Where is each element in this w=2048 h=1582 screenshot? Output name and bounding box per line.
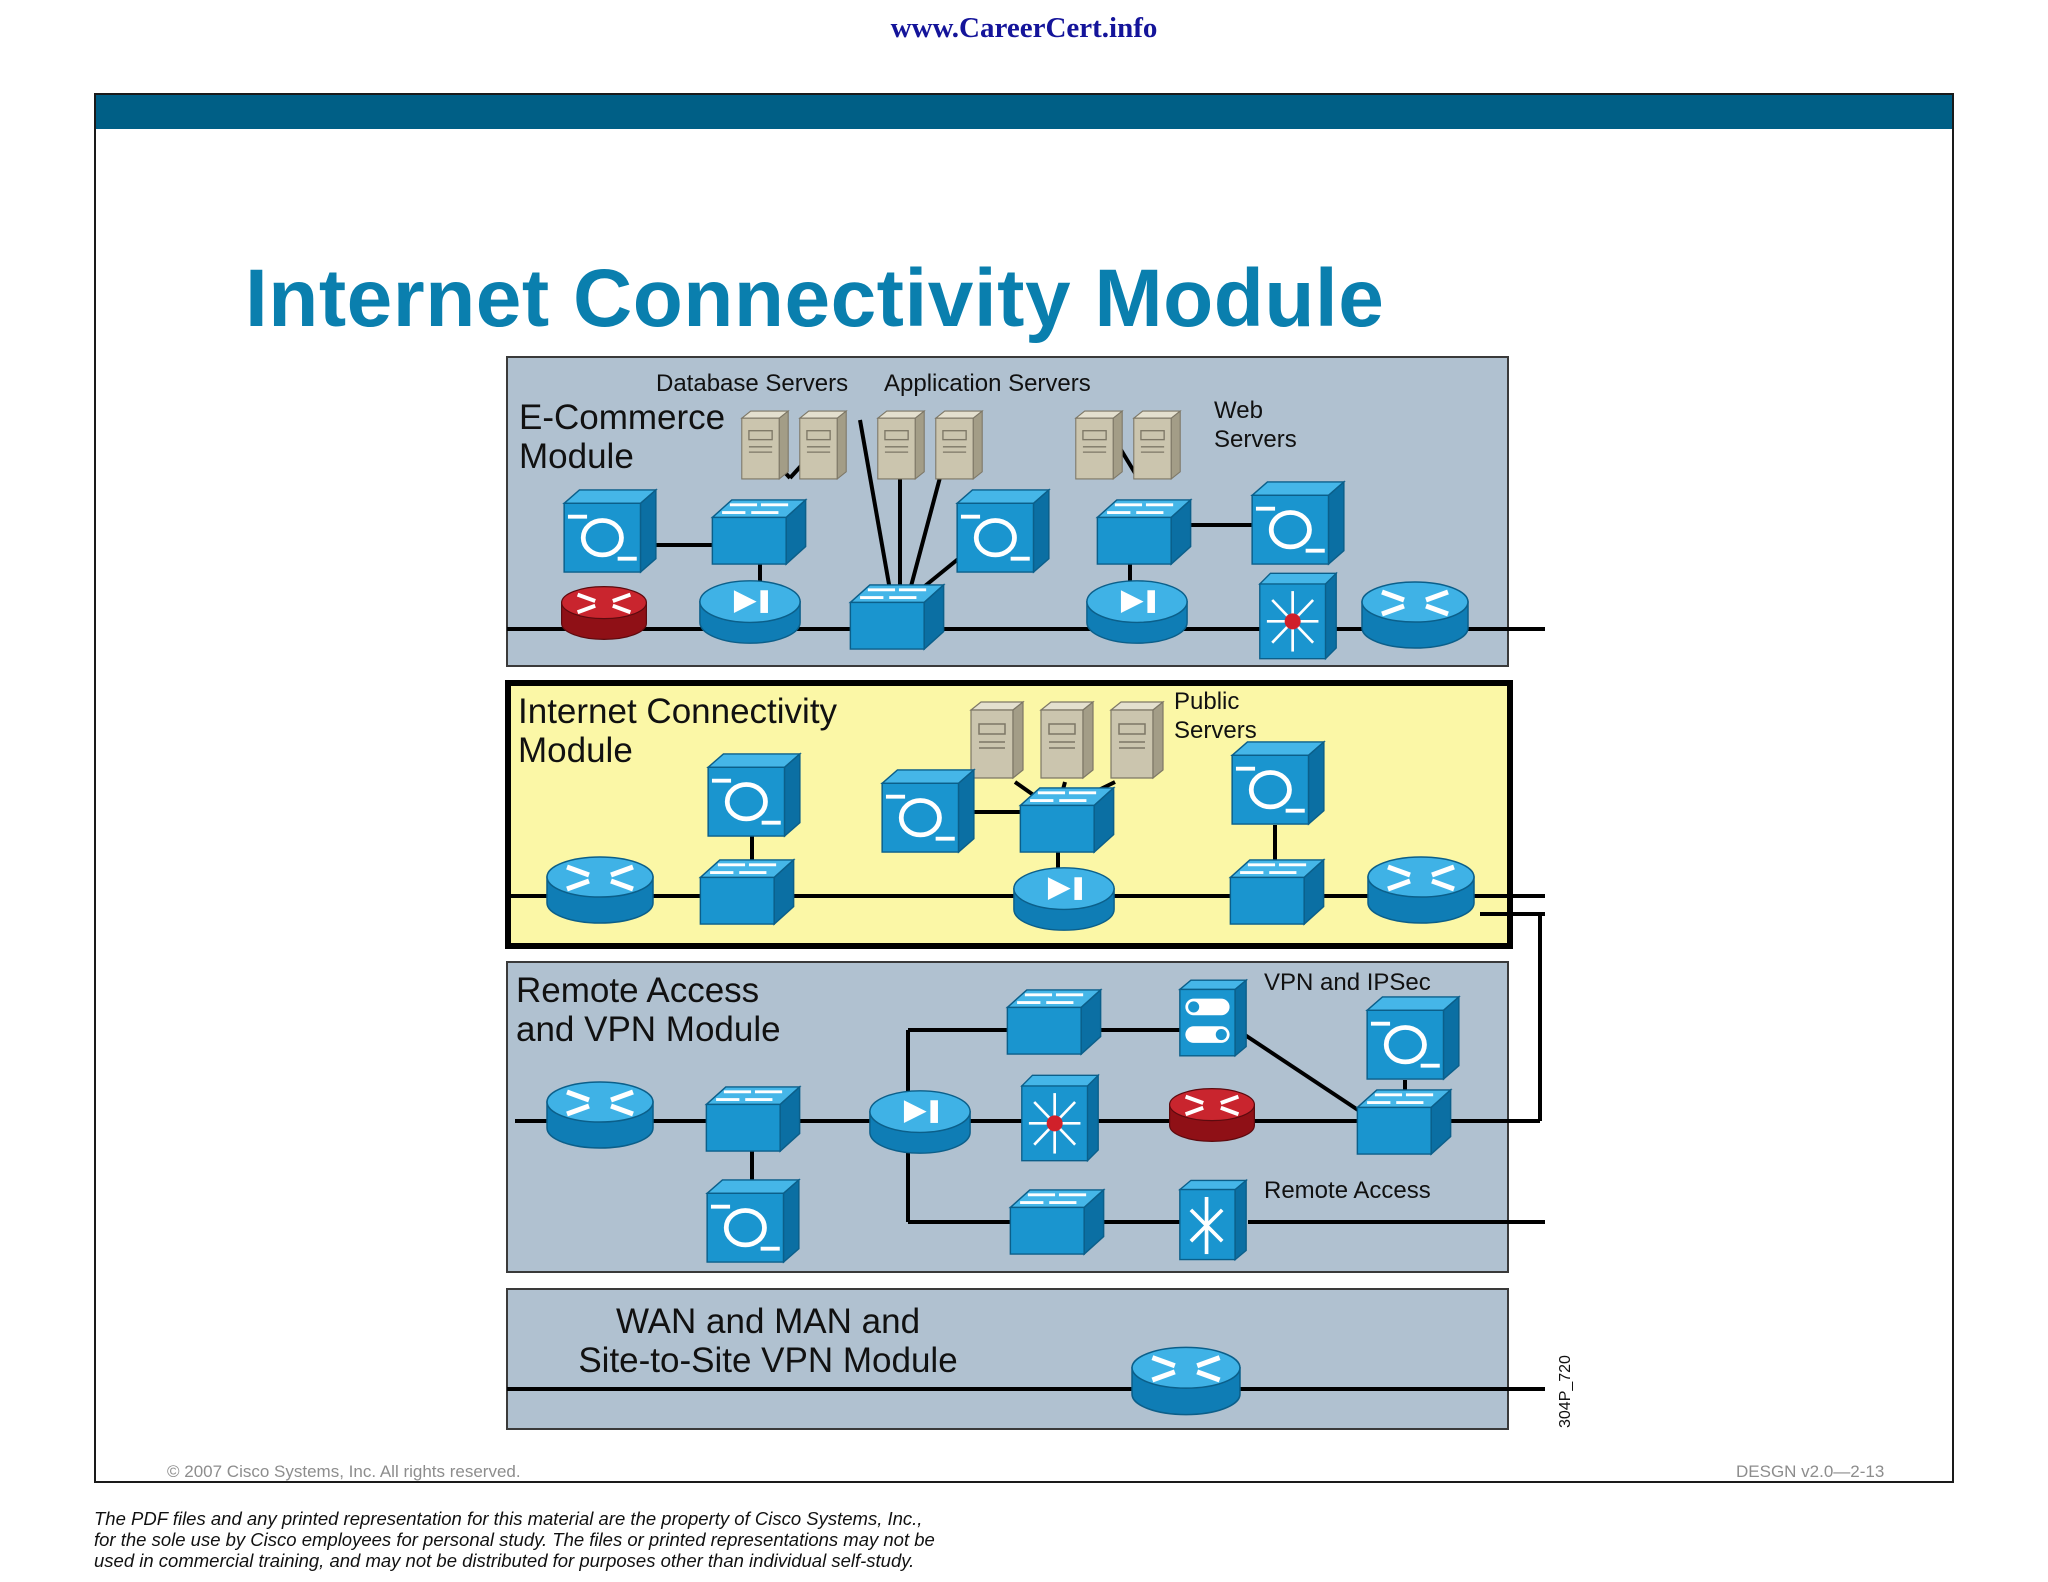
database-server-icon: [799, 410, 847, 480]
switch-icon: [704, 1085, 802, 1153]
public-server-icon: [1110, 701, 1164, 779]
web-servers-label: Web: [1214, 397, 1263, 424]
red-router-icon: [562, 587, 647, 640]
router-icon: [1362, 582, 1468, 648]
content-switch-icon: [699, 580, 801, 644]
application-server-icon: [935, 410, 983, 480]
switch-icon: [1008, 1188, 1106, 1256]
database-server-icon: [741, 410, 789, 480]
red-router-icon: [1170, 1089, 1255, 1142]
wan-module-title: WAN and MAN and: [616, 1302, 920, 1341]
content-switch-icon: [1013, 867, 1115, 931]
vpn-ipsec-label: VPN and IPSec: [1264, 969, 1431, 996]
remote-vpn-module-title: Remote Access: [516, 971, 759, 1010]
content-switch-icon: [869, 1090, 971, 1154]
multilayer-switch-icon: [1258, 571, 1338, 661]
web-servers-label-line2: Servers: [1214, 426, 1297, 453]
firewall-icon: [707, 1180, 799, 1262]
router-icon: [547, 857, 653, 923]
figure-id: 304P_720: [1557, 1355, 1574, 1428]
ecommerce-module-title-line2: Module: [519, 437, 634, 476]
firewall-icon: [1252, 482, 1344, 564]
switch-icon: [848, 583, 946, 651]
switch-icon: [1005, 988, 1103, 1056]
slide-code: DESGN v2.0—2-13: [1736, 1462, 1885, 1481]
firewall-icon: [1232, 742, 1324, 824]
router-icon: [1368, 857, 1474, 923]
site-url[interactable]: www.CareerCert.info: [890, 12, 1158, 44]
public-servers-label-line2: Servers: [1174, 717, 1257, 744]
switch-icon: [1018, 786, 1116, 854]
switch-icon: [710, 498, 808, 566]
remote-access-label: Remote Access: [1264, 1177, 1431, 1204]
vpn-concentrator-icon: [1179, 979, 1247, 1057]
web-server-icon: [1075, 410, 1123, 480]
firewall-icon: [882, 770, 974, 852]
firewall-icon: [1367, 997, 1459, 1079]
copyright: © 2007 Cisco Systems, Inc. All rights re…: [167, 1462, 521, 1481]
web-server-icon: [1133, 410, 1181, 480]
remote-access-server-icon: [1178, 1178, 1248, 1262]
firewall-icon: [708, 754, 800, 836]
internet-module-title-line2: Module: [518, 731, 633, 770]
wan-module-panel: [506, 1288, 1509, 1430]
public-server-icon: [1040, 701, 1094, 779]
remote-vpn-module-title-line2: and VPN Module: [516, 1010, 781, 1049]
application-servers-label: Application Servers: [884, 370, 1091, 397]
application-server-icon: [877, 410, 925, 480]
content-switch-icon: [1086, 580, 1188, 644]
firewall-icon: [564, 490, 656, 572]
switch-icon: [1095, 498, 1193, 566]
wan-module-title-line2: Site-to-Site VPN Module: [578, 1341, 957, 1380]
database-servers-label: Database Servers: [656, 370, 848, 397]
switch-icon: [698, 858, 796, 926]
internet-module-title: Internet Connectivity: [518, 692, 838, 731]
switch-icon: [1228, 858, 1326, 926]
switch-icon: [1355, 1088, 1453, 1156]
slide-title: Internet Connectivity Module: [245, 253, 1385, 344]
router-icon: [1132, 1347, 1240, 1414]
header-bar: [96, 95, 1952, 129]
multilayer-switch-icon: [1020, 1073, 1100, 1163]
router-icon: [547, 1082, 653, 1148]
public-server-icon: [970, 701, 1024, 779]
ecommerce-module-title: E-Commerce: [519, 398, 725, 437]
disclaimer: The PDF files and any printed representa…: [94, 1508, 935, 1571]
public-servers-label: Public: [1174, 688, 1239, 715]
firewall-icon: [957, 490, 1049, 572]
